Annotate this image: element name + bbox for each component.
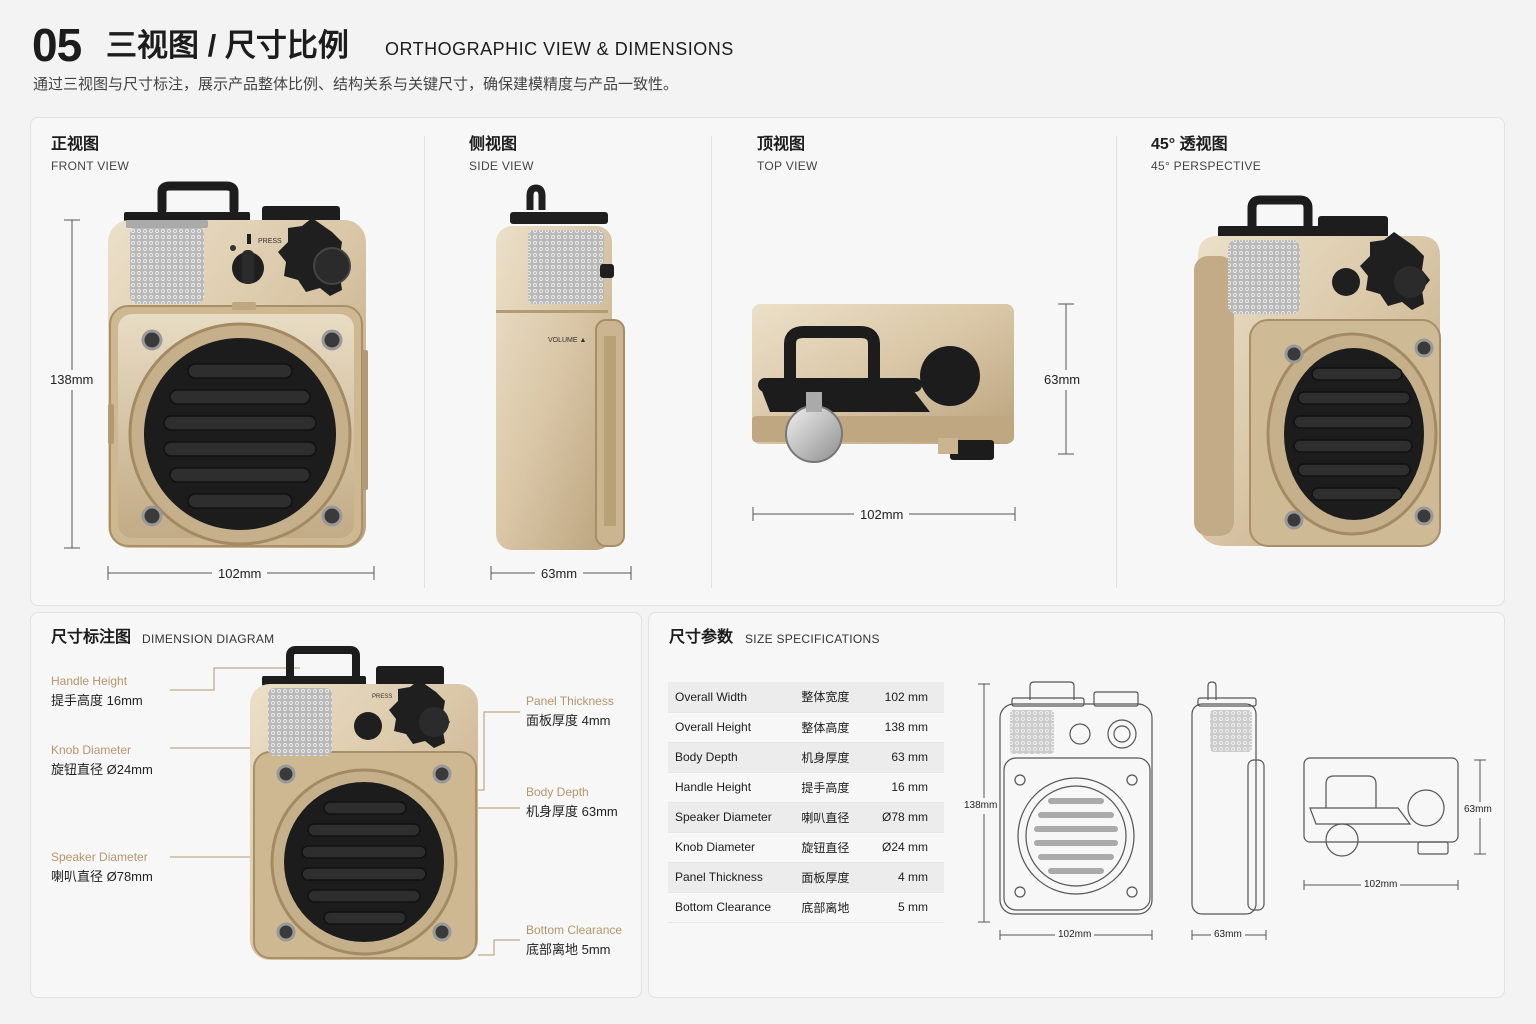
- top-view-subtitle: TOP VIEW: [757, 159, 818, 173]
- spec-name-en: Bottom Clearance: [668, 892, 795, 923]
- side-view-subtitle: SIDE VIEW: [469, 159, 534, 173]
- spec-name-cn: 面板厚度: [794, 862, 866, 893]
- spec-name-en: Knob Diameter: [668, 832, 795, 863]
- front-view-subtitle: FRONT VIEW: [51, 159, 130, 173]
- spec-name-en: Body Depth: [668, 742, 795, 773]
- panel-thickness-label-en: Panel Thickness: [526, 694, 614, 708]
- spec-name-cn: 提手高度: [794, 772, 866, 803]
- spec-name-en: Overall Height: [668, 712, 795, 743]
- bottom-clearance-label-en: Bottom Clearance: [526, 923, 623, 937]
- top-width-dim: 102mm: [854, 507, 910, 523]
- side-view-product: VOLUME ▲: [496, 184, 625, 550]
- size-specs-subtitle: SIZE SPECIFICATIONS: [745, 632, 880, 646]
- section-number: 05: [32, 19, 82, 71]
- speaker-diameter-label-cn: 喇叭直径 Ø78mm: [51, 869, 153, 884]
- handle-height-label-cn: 提手高度 16mm: [51, 693, 143, 708]
- front-height-dim: 138mm: [50, 370, 94, 390]
- line-front-width-dim: 102mm: [1055, 929, 1095, 941]
- line-drawing-top: [1303, 757, 1459, 857]
- line-drawing-front: [999, 681, 1153, 915]
- spec-name-cn: 整体宽度: [794, 682, 866, 713]
- divider: [711, 136, 712, 588]
- dimension-diagram-title: 尺寸标注图: [51, 629, 132, 646]
- spec-value: 102 mm: [865, 682, 944, 713]
- page-title-en: ORTHOGRAPHIC VIEW & DIMENSIONS: [385, 39, 734, 59]
- volume-label: VOLUME ▲: [548, 337, 586, 344]
- side-depth-dim: 63mm: [535, 566, 584, 582]
- divider: [1116, 136, 1117, 588]
- spec-value: 63 mm: [865, 742, 944, 773]
- panel-thickness-label-cn: 面板厚度 4mm: [526, 713, 611, 728]
- line-drawing-side: [1191, 681, 1265, 915]
- knob-diameter-label-cn: 旋钮直径 Ø24mm: [51, 762, 153, 777]
- line-top-depth-dim: 63mm: [1464, 802, 1492, 818]
- handle-height-label-en: Handle Height: [51, 674, 128, 688]
- perspective-view-product: [1194, 195, 1441, 547]
- top-view-title: 顶视图: [757, 136, 806, 153]
- speaker-diameter-label-en: Speaker Diameter: [51, 850, 148, 864]
- spec-name-cn: 机身厚度: [794, 742, 866, 773]
- spec-value: Ø24 mm: [865, 832, 944, 863]
- line-side-depth-dim: 63mm: [1211, 929, 1245, 941]
- size-specs-title: 尺寸参数: [669, 629, 734, 646]
- knob-diameter-label-en: Knob Diameter: [51, 743, 132, 757]
- perspective-view-subtitle: 45° PERSPECTIVE: [1151, 159, 1262, 173]
- line-front-height-dim: 138mm: [964, 798, 998, 814]
- divider: [424, 136, 425, 588]
- press-label: PRESS: [258, 238, 282, 245]
- spec-name-en: Panel Thickness: [668, 862, 795, 893]
- spec-name-en: Speaker Diameter: [668, 802, 795, 833]
- side-view-title: 侧视图: [469, 136, 518, 153]
- perspective-view-title: 45° 透视图: [1151, 136, 1228, 153]
- spec-name-cn: 整体高度: [794, 712, 866, 743]
- press-label-small: PRESS: [372, 694, 392, 700]
- page-title-cn: 三视图 / 尺寸比例: [106, 28, 349, 63]
- body-depth-label-en: Body Depth: [526, 785, 589, 799]
- dimension-diagram-product: PRESS: [250, 646, 478, 960]
- page-subtitle: 通过三视图与尺寸标注，展示产品整体比例、结构关系与关键尺寸，确保建模精度与产品一…: [33, 76, 679, 93]
- spec-name-cn: 喇叭直径: [794, 802, 866, 833]
- spec-value: Ø78 mm: [865, 802, 944, 833]
- spec-name-en: Handle Height: [668, 772, 795, 803]
- dimension-diagram-subtitle: DIMENSION DIAGRAM: [142, 632, 275, 646]
- top-depth-dim: 63mm: [1044, 370, 1081, 390]
- spec-value: 5 mm: [865, 892, 944, 923]
- front-view-title: 正视图: [51, 136, 100, 153]
- bottom-clearance-label-cn: 底部离地 5mm: [526, 942, 611, 957]
- front-view-product: PRESS: [108, 181, 368, 548]
- line-top-width-dim: 102mm: [1361, 879, 1401, 891]
- spec-value: 16 mm: [865, 772, 944, 803]
- front-width-dim: 102mm: [212, 566, 268, 582]
- spec-name-en: Overall Width: [668, 682, 795, 713]
- spec-name-cn: 底部离地: [794, 892, 866, 923]
- spec-value: 4 mm: [865, 862, 944, 893]
- top-view-product: [752, 304, 1014, 463]
- spec-value: 138 mm: [865, 712, 944, 743]
- spec-name-cn: 旋钮直径: [794, 832, 866, 863]
- body-depth-label-cn: 机身厚度 63mm: [526, 804, 618, 819]
